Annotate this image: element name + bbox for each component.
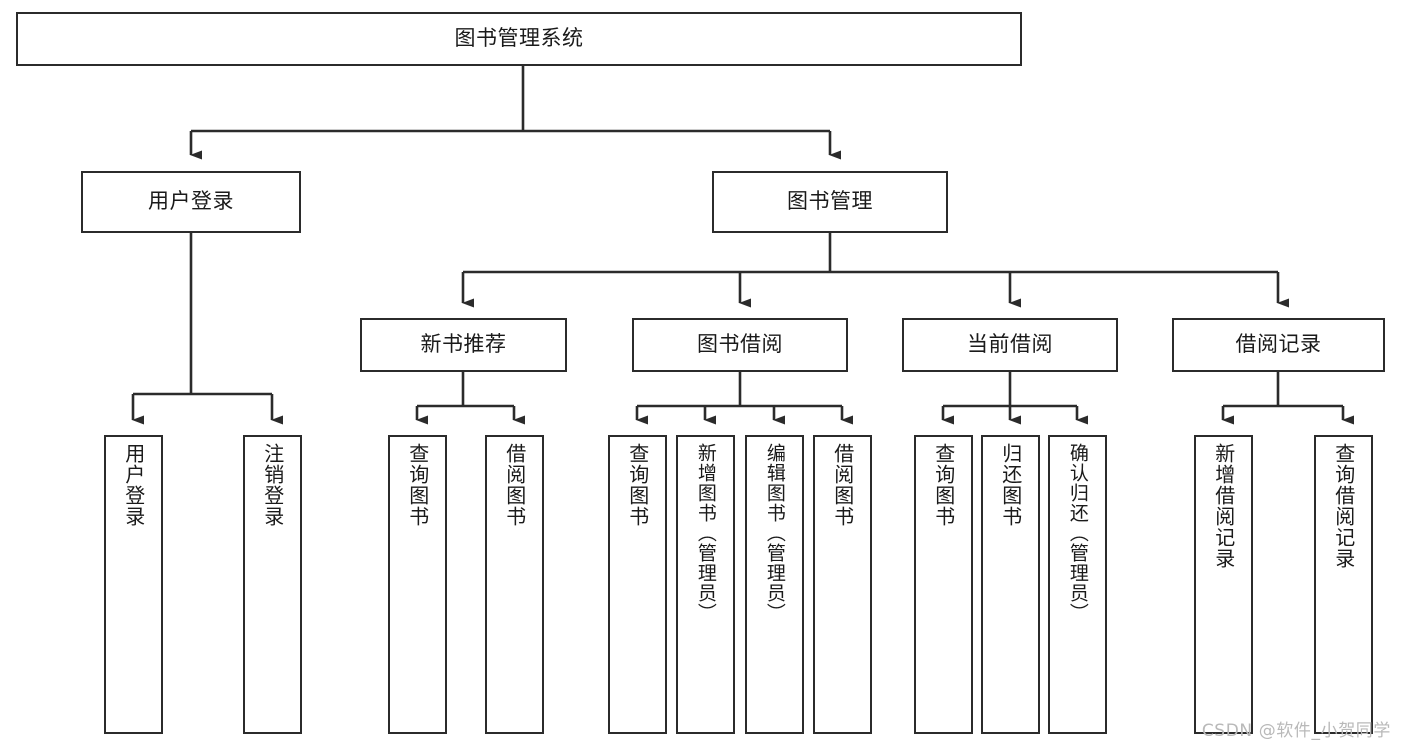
leaf-current-borrow-query[interactable]: 查询图书: [914, 435, 973, 734]
leaf-label: 查询图书: [931, 443, 956, 527]
node-label: 图书借阅: [697, 332, 783, 357]
node-borrow-record[interactable]: 借阅记录: [1172, 318, 1385, 372]
node-label: 新书推荐: [420, 332, 507, 357]
leaf-current-borrow-return[interactable]: 归还图书: [981, 435, 1040, 734]
leaf-label: 查询借阅记录: [1331, 443, 1356, 569]
node-label: 用户登录: [148, 189, 234, 214]
leaf-label: 查询图书: [625, 443, 650, 527]
leaf-book-borrow-add[interactable]: 新增图书（管理员）: [676, 435, 735, 734]
leaf-new-book-borrow[interactable]: 借阅图书: [485, 435, 544, 734]
leaf-borrow-record-query[interactable]: 查询借阅记录: [1314, 435, 1373, 734]
leaf-new-book-query[interactable]: 查询图书: [388, 435, 447, 734]
node-root-system[interactable]: 图书管理系统: [16, 12, 1022, 66]
leaf-user-login-login[interactable]: 用户登录: [104, 435, 163, 734]
leaf-book-borrow-edit[interactable]: 编辑图书（管理员）: [745, 435, 804, 734]
leaf-label: 注销登录: [260, 443, 285, 527]
node-user-login[interactable]: 用户登录: [81, 171, 301, 233]
leaf-borrow-record-add[interactable]: 新增借阅记录: [1194, 435, 1253, 734]
leaf-label: 用户登录: [121, 443, 146, 527]
node-current-borrow[interactable]: 当前借阅: [902, 318, 1118, 372]
leaf-label: 新增图书（管理员）: [694, 443, 717, 623]
node-label: 图书管理: [787, 189, 873, 214]
leaf-current-borrow-confirm-return[interactable]: 确认归还（管理员）: [1048, 435, 1107, 734]
leaf-label: 新增借阅记录: [1211, 443, 1236, 569]
leaf-label: 借阅图书: [830, 443, 855, 527]
leaf-book-borrow-query[interactable]: 查询图书: [608, 435, 667, 734]
node-new-book-recommend[interactable]: 新书推荐: [360, 318, 567, 372]
node-label: 当前借阅: [967, 332, 1053, 357]
watermark-text: CSDN @软件_小贺同学: [1201, 721, 1391, 741]
node-label: 图书管理系统: [454, 26, 584, 51]
leaf-label: 确认归还（管理员）: [1066, 443, 1089, 623]
leaf-label: 归还图书: [998, 443, 1023, 527]
node-label: 借阅记录: [1235, 332, 1322, 357]
leaf-book-borrow-borrow[interactable]: 借阅图书: [813, 435, 872, 734]
node-book-management[interactable]: 图书管理: [712, 171, 948, 233]
leaf-label: 编辑图书（管理员）: [763, 443, 786, 623]
leaf-label: 借阅图书: [502, 443, 527, 527]
leaf-label: 查询图书: [405, 443, 430, 527]
node-book-borrow[interactable]: 图书借阅: [632, 318, 848, 372]
leaf-user-login-logout[interactable]: 注销登录: [243, 435, 302, 734]
